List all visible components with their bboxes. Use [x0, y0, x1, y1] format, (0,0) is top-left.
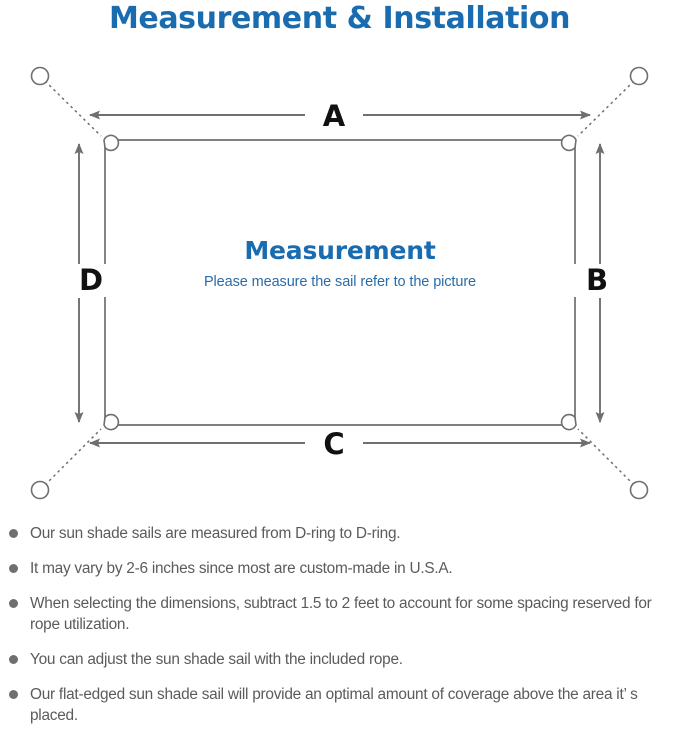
d-ring-bottom-left	[103, 413, 120, 431]
list-item: When selecting the dimensions, subtract …	[0, 593, 679, 635]
bullet-icon	[9, 564, 18, 573]
dimension-label-b: B	[569, 264, 625, 297]
diagram-center-subheading: Please measure the sail refer to the pic…	[203, 274, 477, 290]
bullet-icon	[9, 529, 18, 538]
page-title: Measurement & Installation	[108, 1, 571, 36]
bullet-icon	[9, 690, 18, 699]
list-item: You can adjust the sun shade sail with t…	[0, 649, 679, 670]
anchor-circle-bottom-right	[629, 480, 649, 500]
bullet-icon	[9, 599, 18, 608]
list-item: Our sun shade sails are measured from D-…	[0, 523, 679, 544]
bullet-icon	[9, 655, 18, 664]
notes-list: Our sun shade sails are measured from D-…	[0, 523, 679, 740]
d-ring-top-right	[560, 134, 577, 152]
rope-top-right	[577, 80, 635, 137]
diagram-center-caption: Measurement Please measure the sail refe…	[105, 235, 575, 293]
dimension-label-c: C	[305, 428, 363, 461]
d-ring-bottom-right	[560, 413, 577, 431]
list-item: It may vary by 2-6 inches since most are…	[0, 558, 679, 579]
diagram-center-heading: Measurement	[244, 236, 436, 265]
measurement-diagram: A B C D Measurement Please measure the s…	[0, 45, 679, 520]
anchor-circle-bottom-left	[30, 480, 50, 500]
d-ring-top-left	[103, 134, 120, 152]
rope-bottom-left	[44, 428, 102, 486]
note-text: When selecting the dimensions, subtract …	[30, 595, 652, 633]
note-text: Our sun shade sails are measured from D-…	[30, 525, 401, 542]
note-text: You can adjust the sun shade sail with t…	[30, 651, 403, 668]
d-rings	[103, 134, 577, 431]
note-text: Our flat-edged sun shade sail will provi…	[30, 686, 638, 724]
rope-bottom-right	[577, 428, 635, 486]
list-item: Our flat-edged sun shade sail will provi…	[0, 684, 679, 726]
rope-lines	[44, 80, 635, 486]
anchor-circle-top-right	[629, 66, 649, 86]
note-text: It may vary by 2-6 inches since most are…	[30, 560, 453, 577]
anchor-circle-top-left	[30, 66, 50, 86]
dimension-label-d: D	[63, 264, 119, 297]
dimension-label-a: A	[305, 100, 363, 133]
dimension-arrows	[74, 110, 605, 448]
anchor-circles	[30, 66, 649, 500]
rope-top-left	[44, 80, 102, 137]
